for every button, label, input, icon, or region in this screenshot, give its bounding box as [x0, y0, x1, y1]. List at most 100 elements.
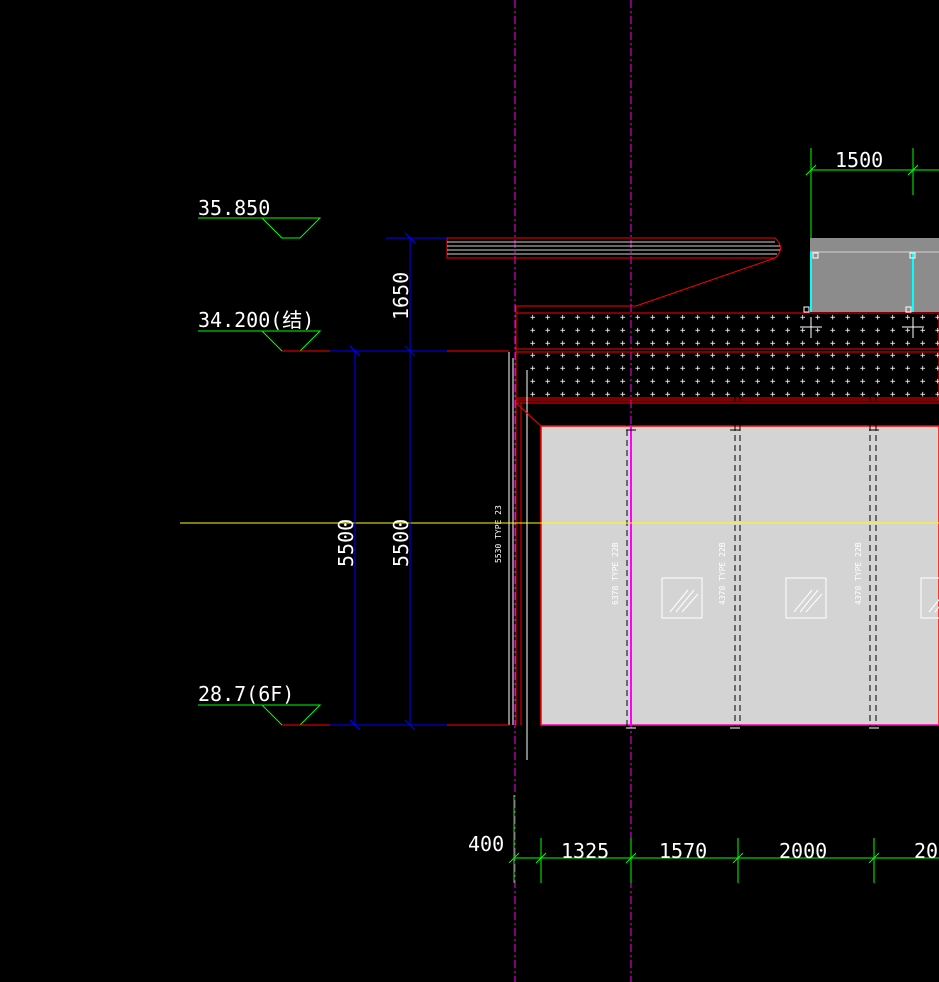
svg-text:+: +	[575, 339, 581, 349]
svg-text:+: +	[635, 377, 641, 387]
triangle-level-icon	[198, 704, 322, 726]
svg-text:+: +	[665, 326, 671, 336]
svg-text:+: +	[575, 390, 581, 400]
svg-text:+: +	[650, 339, 656, 349]
svg-text:+: +	[650, 351, 656, 361]
svg-text:+: +	[530, 364, 536, 374]
svg-text:+: +	[860, 313, 866, 323]
svg-text:+: +	[650, 326, 656, 336]
svg-text:+: +	[545, 351, 551, 361]
svg-text:+: +	[800, 326, 806, 336]
svg-text:+: +	[830, 390, 836, 400]
svg-text:+: +	[830, 339, 836, 349]
svg-text:+: +	[800, 390, 806, 400]
vertex-grip-icon[interactable]	[905, 306, 912, 313]
svg-text:+: +	[905, 377, 911, 387]
svg-text:+: +	[710, 390, 716, 400]
svg-text:+: +	[530, 326, 536, 336]
svg-text:+: +	[905, 313, 911, 323]
svg-text:+: +	[875, 390, 881, 400]
canopy-group	[446, 237, 781, 313]
svg-text:+: +	[770, 351, 776, 361]
svg-text:+: +	[890, 364, 896, 374]
svg-text:+: +	[815, 313, 821, 323]
svg-text:+: +	[590, 326, 596, 336]
svg-text:+: +	[605, 326, 611, 336]
svg-text:+: +	[785, 364, 791, 374]
svg-text:+: +	[830, 364, 836, 374]
svg-text:+: +	[815, 351, 821, 361]
svg-text:+: +	[815, 364, 821, 374]
svg-text:+: +	[890, 351, 896, 361]
svg-text:+: +	[725, 364, 731, 374]
svg-text:+: +	[935, 351, 939, 361]
svg-text:+: +	[620, 313, 626, 323]
vertex-grip-icon[interactable]	[812, 252, 819, 259]
svg-text:+: +	[725, 326, 731, 336]
svg-text:+: +	[905, 326, 911, 336]
elevation-marker-35850[interactable]: 35.850	[198, 196, 322, 239]
panel-joints	[626, 395, 879, 760]
svg-text:+: +	[815, 326, 821, 336]
svg-text:+: +	[695, 326, 701, 336]
svg-text:+: +	[695, 390, 701, 400]
panel-label-1: 6378 TYPE 22B	[611, 542, 620, 605]
svg-text:+: +	[860, 326, 866, 336]
svg-text:+: +	[650, 364, 656, 374]
svg-text:+: +	[575, 377, 581, 387]
svg-text:+: +	[590, 339, 596, 349]
svg-text:+: +	[560, 313, 566, 323]
svg-text:+: +	[680, 377, 686, 387]
svg-text:+: +	[935, 339, 939, 349]
dimension-20-partial: 20	[914, 839, 938, 863]
svg-text:+: +	[845, 390, 851, 400]
elevation-marker-28700[interactable]: 28.7(6F)	[198, 682, 330, 726]
svg-text:+: +	[800, 313, 806, 323]
svg-text:+: +	[770, 326, 776, 336]
svg-text:+: +	[800, 377, 806, 387]
svg-text:+: +	[530, 351, 536, 361]
svg-text:+: +	[785, 313, 791, 323]
svg-text:+: +	[620, 339, 626, 349]
dimension-1500: 1500	[835, 148, 883, 172]
svg-text:+: +	[770, 339, 776, 349]
svg-text:+: +	[785, 326, 791, 336]
svg-text:+: +	[635, 390, 641, 400]
svg-text:+: +	[845, 313, 851, 323]
svg-text:+: +	[530, 390, 536, 400]
svg-text:+: +	[755, 364, 761, 374]
svg-text:+: +	[545, 313, 551, 323]
svg-text:+: +	[800, 351, 806, 361]
svg-text:+: +	[860, 377, 866, 387]
svg-text:+: +	[545, 339, 551, 349]
svg-text:+: +	[815, 390, 821, 400]
svg-text:+: +	[725, 377, 731, 387]
svg-text:+: +	[620, 351, 626, 361]
svg-text:+: +	[920, 351, 926, 361]
svg-text:+: +	[635, 351, 641, 361]
svg-text:+: +	[920, 377, 926, 387]
svg-text:+: +	[710, 339, 716, 349]
vertex-grip-icon[interactable]	[803, 306, 810, 313]
svg-text:+: +	[665, 339, 671, 349]
svg-text:+: +	[575, 326, 581, 336]
svg-text:+: +	[935, 364, 939, 374]
svg-text:+: +	[740, 364, 746, 374]
svg-text:+: +	[785, 351, 791, 361]
vertex-grip-icon[interactable]	[909, 252, 916, 259]
svg-text:+: +	[740, 339, 746, 349]
svg-text:+: +	[575, 351, 581, 361]
svg-text:+: +	[620, 326, 626, 336]
panel-label-3: 4378 TYPE 22B	[854, 542, 863, 605]
svg-text:+: +	[590, 390, 596, 400]
svg-text:+: +	[875, 326, 881, 336]
svg-text:+: +	[620, 390, 626, 400]
svg-text:+: +	[590, 313, 596, 323]
elevation-marker-34200[interactable]: 34.200(结)	[198, 308, 330, 352]
svg-text:+: +	[890, 390, 896, 400]
svg-text:+: +	[680, 326, 686, 336]
svg-text:+: +	[785, 339, 791, 349]
dimension-5500-left: 5500	[334, 519, 358, 567]
